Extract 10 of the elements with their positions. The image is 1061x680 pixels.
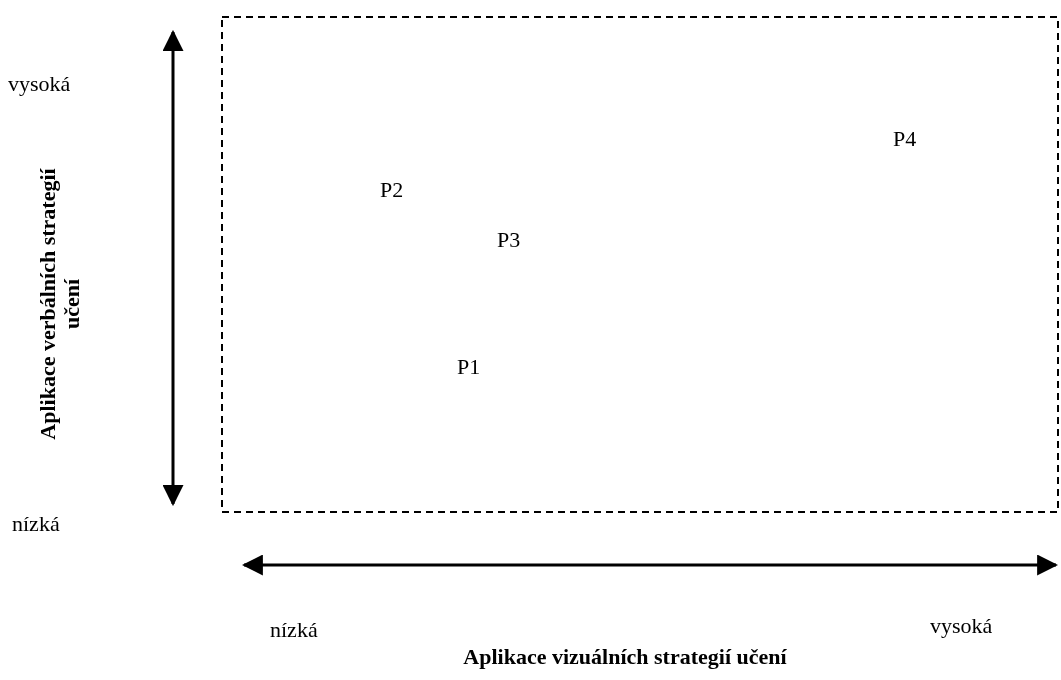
axis-title: Aplikace vizuálních strategií učení — [462, 645, 788, 669]
point-label: P2 — [380, 178, 404, 202]
axis-value-label: vysoká — [8, 72, 71, 96]
axis-value-label: nízká — [12, 512, 60, 536]
point-label: P1 — [457, 355, 481, 379]
point-label: P4 — [893, 127, 917, 151]
point-label: P3 — [497, 228, 521, 252]
axis-value-label: nízká — [270, 618, 318, 642]
axis-title: Aplikace verbálních strategií učení — [36, 167, 84, 442]
axis-value-label: vysoká — [930, 614, 993, 638]
